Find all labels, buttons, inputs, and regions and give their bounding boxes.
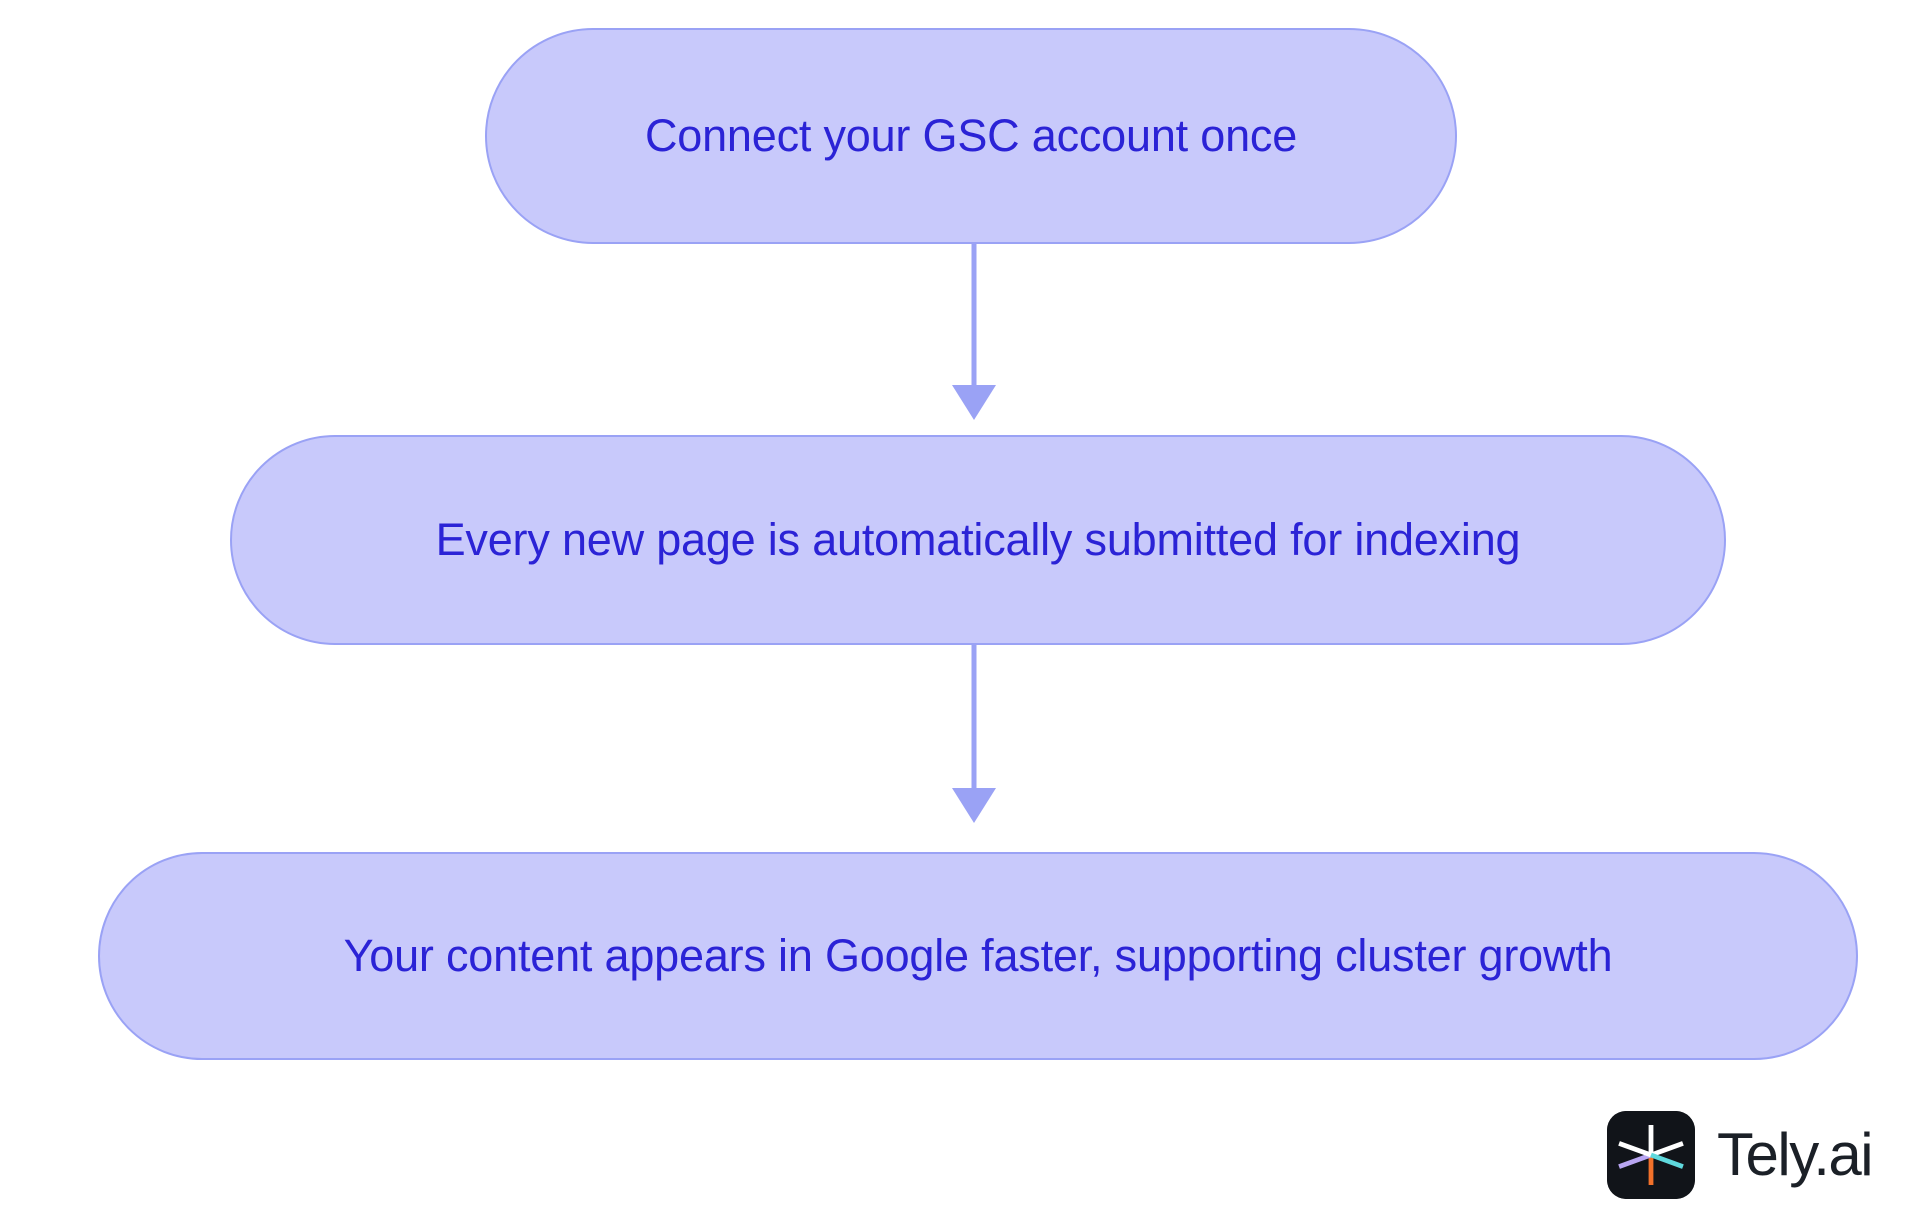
brand-name: Tely.ai <box>1717 1121 1874 1188</box>
flow-node-auto-submit[interactable]: Every new page is automatically submitte… <box>230 435 1726 645</box>
flow-node-label: Every new page is automatically submitte… <box>435 514 1521 566</box>
edge-node1-to-node2 <box>952 244 996 420</box>
flow-node-label: Connect your GSC account once <box>644 110 1298 162</box>
edge-node2-to-node3 <box>952 645 996 823</box>
flow-node-label: Your content appears in Google faster, s… <box>343 930 1613 982</box>
flow-node-connect-gsc[interactable]: Connect your GSC account once <box>485 28 1457 244</box>
brand-lockup: Tely.ai <box>1607 1111 1874 1199</box>
tely-starburst-icon <box>1607 1111 1695 1199</box>
flow-node-faster-indexing[interactable]: Your content appears in Google faster, s… <box>98 852 1858 1060</box>
